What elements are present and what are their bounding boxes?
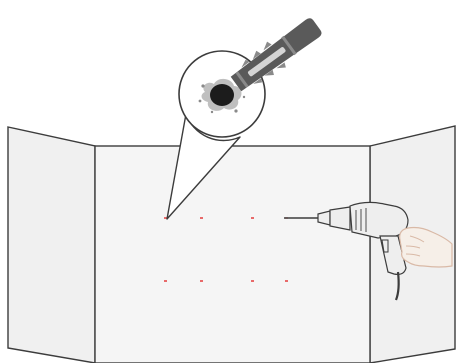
hand-icon xyxy=(399,226,453,268)
back-wall xyxy=(94,145,371,363)
wall-plug-anchor-icon xyxy=(230,18,322,92)
drilled-hole xyxy=(198,78,246,114)
hole xyxy=(210,84,234,106)
left-side-wall xyxy=(7,126,96,363)
